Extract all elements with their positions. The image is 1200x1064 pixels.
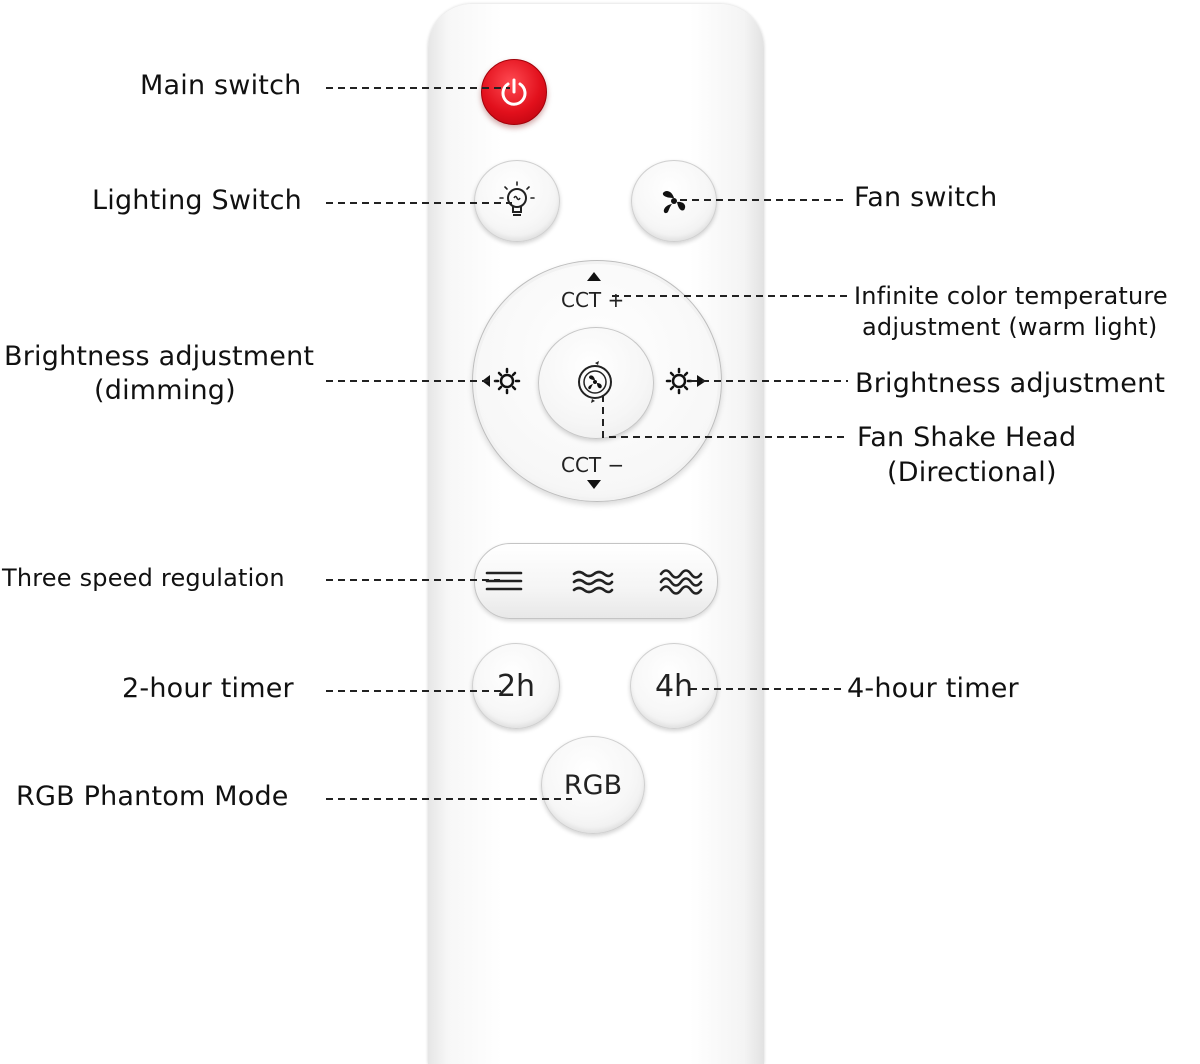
fan-icon: [662, 190, 686, 214]
timer-4h-button[interactable]: 4h: [630, 643, 718, 729]
brightness-up-button[interactable]: [664, 366, 708, 400]
label-cct-line2: adjustment (warm light): [862, 313, 1158, 341]
speed-low-icon: [485, 571, 523, 591]
leader-fan-shake: [602, 395, 848, 438]
label-main-switch: Main switch: [140, 70, 302, 101]
timer-4h-label: 4h: [654, 668, 694, 704]
speed-low-button[interactable]: [484, 568, 524, 598]
timer-2h-label: 2h: [496, 668, 536, 704]
label-fan-shake-line2: (Directional): [887, 457, 1057, 488]
brightness-down-button[interactable]: [480, 366, 524, 400]
label-brightness-adjust: Brightness adjustment: [855, 368, 1166, 399]
label-fan-switch: Fan switch: [854, 182, 998, 213]
speed-high-icon: [659, 569, 703, 595]
up-arrow-icon: [587, 272, 601, 281]
speed-mid-icon: [572, 570, 614, 594]
lighting-switch-button[interactable]: [474, 160, 560, 242]
label-rgb-mode: RGB Phantom Mode: [16, 781, 289, 812]
speed-mid-button[interactable]: [571, 568, 615, 598]
cct-minus-button[interactable]: CCT −: [561, 453, 625, 477]
rgb-mode-button[interactable]: RGB: [541, 736, 645, 834]
fan-switch-button[interactable]: [631, 160, 717, 242]
lightbulb-icon: [499, 181, 535, 216]
label-fan-shake-line1: Fan Shake Head: [857, 422, 1077, 453]
fan-oscillate-icon: [570, 357, 620, 411]
timer-2h-button[interactable]: 2h: [472, 643, 560, 729]
power-icon: [501, 78, 527, 106]
cct-plus-button[interactable]: CCT +: [561, 288, 625, 312]
brightness-down-icon: [482, 367, 521, 395]
speed-high-button[interactable]: [658, 566, 704, 600]
main-switch-button[interactable]: [481, 59, 547, 125]
label-cct-line1: Infinite color temperature: [854, 282, 1168, 310]
label-brightness-dim-line1: Brightness adjustment: [4, 341, 315, 372]
label-lighting-switch: Lighting Switch: [92, 185, 302, 216]
rgb-label: RGB: [563, 769, 623, 801]
label-three-speed: Three speed regulation: [2, 564, 285, 592]
brightness-up-icon: [665, 367, 706, 395]
label-brightness-dim-line2: (dimming): [94, 375, 236, 406]
label-2h-timer: 2-hour timer: [122, 673, 294, 704]
down-arrow-icon: [587, 480, 601, 489]
fan-oscillate-button[interactable]: [538, 327, 654, 439]
label-4h-timer: 4-hour timer: [847, 673, 1019, 704]
